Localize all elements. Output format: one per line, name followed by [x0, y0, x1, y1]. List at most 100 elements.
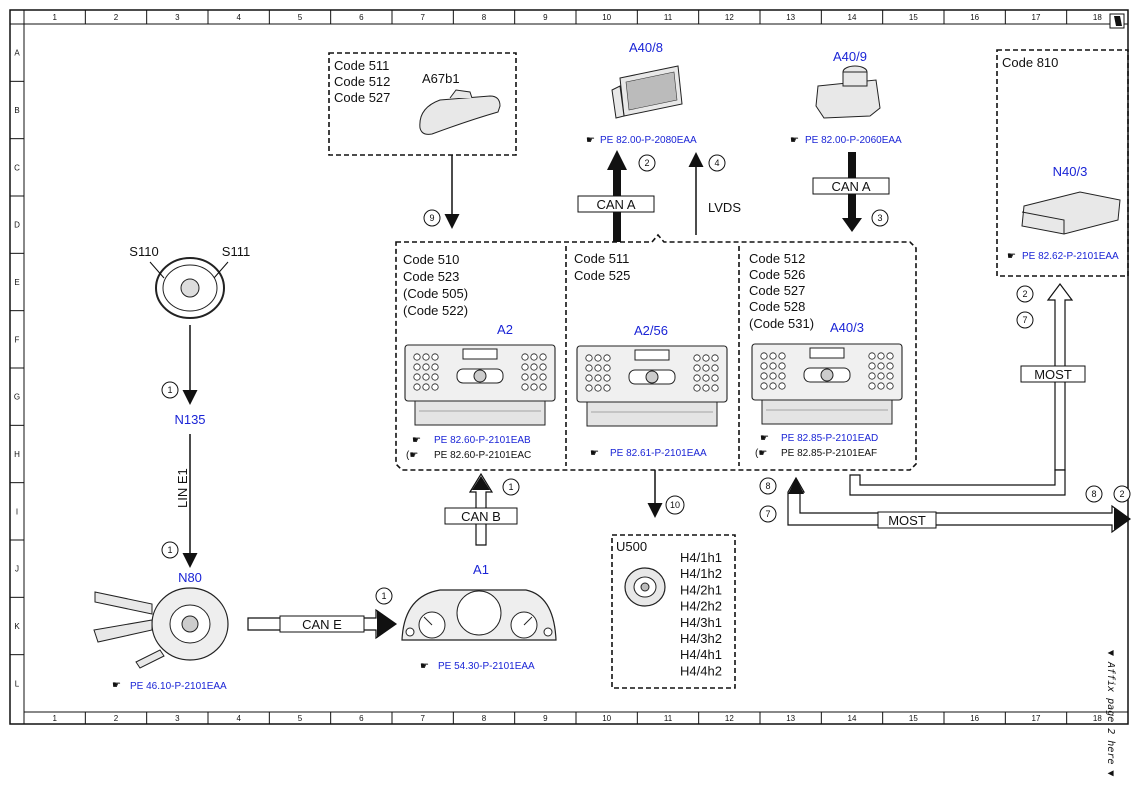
- grid-col-label: 14: [848, 13, 857, 22]
- most-arrowhead-right: [1114, 508, 1130, 530]
- svg-text:1: 1: [167, 385, 172, 395]
- grid-col-label: 1: [52, 13, 57, 22]
- can-b-box: [444, 507, 518, 525]
- a40-3-label: A40/3: [830, 320, 864, 335]
- ref-hand-icon: ☛: [760, 433, 769, 444]
- u500-item: H4/3h1: [680, 615, 722, 630]
- most-connector: [849, 469, 1066, 496]
- u500-item: H4/1h1: [680, 550, 722, 565]
- u500-item: H4/1h2: [680, 566, 722, 581]
- a2-code-1: Code 510: [403, 252, 459, 267]
- svg-text:3: 3: [877, 213, 882, 223]
- most-horizontal-arrow: [787, 476, 1132, 534]
- a2-code-4: (Code 522): [403, 303, 468, 318]
- a2-label: A2: [497, 322, 513, 337]
- a40-8-label: A40/8: [629, 40, 663, 55]
- grid-col-label: 3: [175, 13, 180, 22]
- a40-9-ref: PE 82.00-P-2060EAA: [805, 135, 902, 146]
- a2-56-code-1: Code 511: [574, 251, 629, 266]
- grid-col-label: 18: [1093, 714, 1102, 723]
- ref-hand-icon: ☛: [420, 661, 429, 672]
- most-vertical-box: [1020, 365, 1086, 383]
- grid-col-label: 10: [602, 714, 611, 723]
- a2-ref-2: PE 82.60-P-2101EAC: [434, 450, 531, 461]
- can-e-box: [279, 615, 365, 633]
- n40-3-label: N40/3: [1053, 164, 1088, 179]
- n80-ref: PE 46.10-P-2101EAA: [130, 681, 227, 692]
- svg-text:2: 2: [1119, 489, 1124, 499]
- corner-mark-glyph: [1114, 16, 1122, 26]
- u500-item: H4/4h2: [680, 663, 722, 678]
- grid-col-label: 4: [236, 13, 241, 22]
- svg-text:7: 7: [1022, 315, 1027, 325]
- n40-3-ref: PE 82.62-P-2101EAA: [1022, 251, 1119, 262]
- svg-text:4: 4: [714, 158, 719, 168]
- can-e-label: CAN E: [302, 617, 342, 632]
- grid-col-label: 13: [786, 13, 795, 22]
- svg-text:9: 9: [429, 213, 434, 223]
- grid-col-label: 7: [420, 714, 425, 723]
- steering-column-module-icon: [93, 587, 229, 669]
- a2-ref-1: PE 82.60-P-2101EAB: [434, 435, 531, 446]
- a2-56-code-2: Code 525: [574, 268, 630, 283]
- amplifier-icon: [1021, 191, 1121, 235]
- steering-wheel-icon: [149, 257, 229, 319]
- grid-col-label: 16: [970, 714, 979, 723]
- marker-8-right: [1085, 485, 1103, 503]
- marker-8-left: [759, 477, 777, 495]
- marker-2-right: [1113, 485, 1131, 503]
- ref-hand-icon: ☛: [586, 135, 595, 146]
- ref-hand-icon: ☛: [790, 135, 799, 146]
- grid-col-label: 5: [298, 714, 303, 723]
- grid-col-label: 8: [482, 714, 487, 723]
- grid-col-label: 5: [298, 13, 303, 22]
- rearview-mirror-icon: [419, 89, 501, 135]
- radio-unit-icon: [751, 343, 903, 425]
- u500-item: H4/2h2: [680, 599, 722, 614]
- n80-label: N80: [178, 570, 202, 585]
- grid-col-label: 8: [482, 13, 487, 22]
- can-b-arrowhead: [472, 476, 490, 490]
- u500-item: H4/4h1: [680, 647, 722, 662]
- a1-ref: PE 54.30-P-2101EAA: [438, 661, 535, 672]
- grid-col-label: 16: [970, 13, 979, 22]
- most-arrowhead: [788, 478, 804, 494]
- u500-label: U500: [616, 539, 647, 554]
- u500-item: H4/2h1: [680, 582, 722, 597]
- radio-unit-icon: [404, 344, 556, 426]
- most-vertical-label: MOST: [1034, 367, 1072, 382]
- n40-3-box: [996, 49, 1129, 277]
- grid-col-label: 17: [1032, 714, 1041, 723]
- head-unit-group-box: [395, 233, 917, 471]
- marker-1-a1: [375, 587, 393, 605]
- marker-1-canb: [502, 478, 520, 496]
- instrument-cluster-icon: [401, 589, 557, 641]
- grid-row-label: G: [14, 393, 20, 402]
- a67b1-code-2: Code 512: [334, 74, 390, 89]
- grid-row-label: K: [14, 622, 20, 631]
- grid-col-label: 1: [52, 714, 57, 723]
- grid-col-label: 14: [848, 714, 857, 723]
- ref-hand-icon: (☛: [406, 450, 418, 461]
- can-b-label: CAN B: [461, 509, 501, 524]
- controller-knob-icon: [815, 65, 881, 119]
- marker-9: [423, 209, 441, 227]
- svg-text:2: 2: [1022, 289, 1027, 299]
- grid-col-label: 6: [359, 13, 364, 22]
- a67b1-code-3: Code 527: [334, 90, 390, 105]
- grid-col-label: 9: [543, 714, 548, 723]
- marker-2-most: [1016, 285, 1034, 303]
- a40-3-code-3: Code 527: [749, 283, 805, 298]
- n135-label: N135: [174, 412, 205, 427]
- svg-text:8: 8: [765, 481, 770, 491]
- can-a-down-label: CAN A: [831, 179, 870, 194]
- grid-col-label: 2: [114, 714, 119, 723]
- most-horizontal-box: [877, 511, 937, 529]
- svg-text:2: 2: [644, 158, 649, 168]
- a40-8-ref: PE 82.00-P-2080EAA: [600, 135, 697, 146]
- ref-hand-icon: ☛: [112, 680, 121, 691]
- speaker-icon: [624, 567, 666, 607]
- s110-label: S110: [129, 244, 158, 259]
- marker-1-n135: [161, 381, 179, 399]
- ref-hand-icon: ☛: [1007, 251, 1016, 262]
